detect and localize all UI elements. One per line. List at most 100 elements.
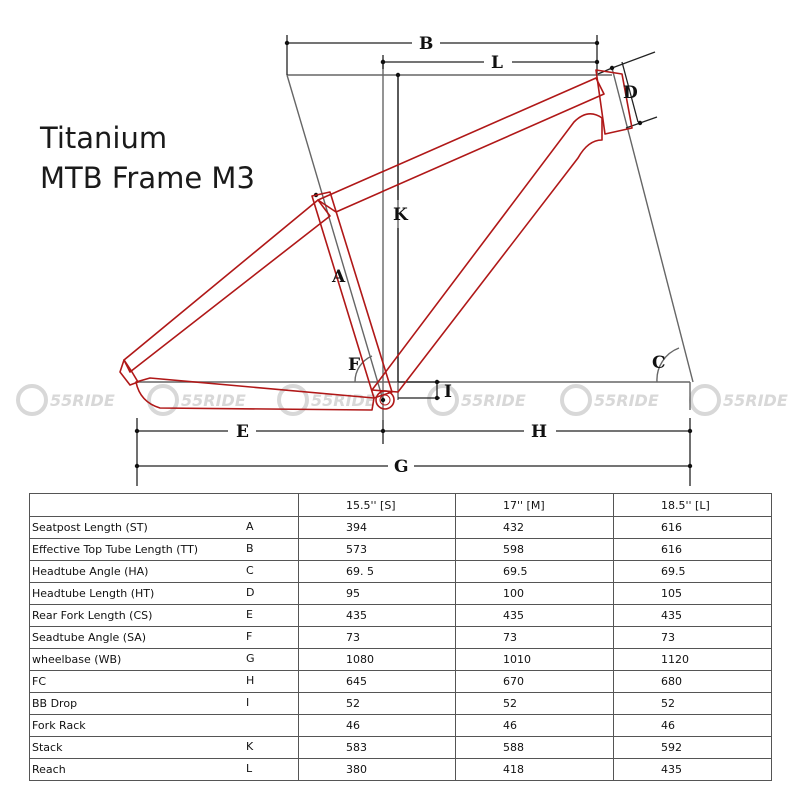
row-value-s: 95 [298, 582, 456, 605]
row-value-l: 680 [613, 670, 772, 693]
row-name: Reach [32, 763, 66, 776]
row-value-s: 52 [298, 692, 456, 715]
dimension-label-h: H [531, 422, 547, 442]
watermark-logo: 55RIDE [16, 384, 115, 416]
row-name: Seadtube Angle (SA) [32, 631, 147, 644]
row-value-s: 380 [298, 758, 456, 781]
table-row: Effective Top Tube Length (TT)B 573 598 … [29, 538, 772, 561]
watermark-text: 55RIDE [594, 391, 659, 410]
table-row: Seadtube Angle (SA)F 73 73 73 [29, 626, 772, 649]
row-value-l: 1120 [613, 648, 772, 671]
row-value-l: 616 [613, 516, 772, 539]
bottom-bracket [375, 390, 395, 410]
row-code: H [246, 674, 255, 687]
dimension-label-c: C [652, 353, 666, 373]
row-value-m: 588 [455, 736, 614, 759]
watermark-text: 55RIDE [723, 391, 788, 410]
row-name-cell: Headtube Length (HT)D [29, 582, 299, 605]
row-value-s: 573 [298, 538, 456, 561]
row-value-l: 105 [613, 582, 772, 605]
frame-title: Titanium MTB Frame M3 [40, 118, 255, 198]
row-name: Headtube Angle (HA) [32, 565, 149, 578]
row-value-l: 46 [613, 714, 772, 737]
dimension-dots [134, 40, 693, 469]
table-row: Seatpost Length (ST) A 394 432 616 [29, 516, 772, 539]
watermark-text: 55RIDE [461, 391, 526, 410]
row-name-cell: Stack K [29, 736, 299, 759]
row-value-m: 435 [455, 604, 614, 627]
row-name: FC [32, 675, 47, 688]
table-row: Rear Fork Length (CS)E 435 435 435 [29, 604, 772, 627]
row-code: A [246, 520, 254, 533]
row-value-m: 100 [455, 582, 614, 605]
dimension-label-d: D [623, 83, 638, 103]
watermark-logo: 55RIDE [147, 384, 246, 416]
table-row: Headtube Angle (HA) C 69. 5 69.5 69.5 [29, 560, 772, 583]
row-code: K [246, 740, 254, 753]
seat-stay [123, 199, 331, 373]
watermark-logo: 55RIDE [560, 384, 659, 416]
dimension-lines [136, 35, 691, 486]
row-name-cell: Fork Rack [29, 714, 299, 737]
row-name-cell: FC H [29, 670, 299, 693]
row-value-l: 616 [613, 538, 772, 561]
row-value-s: 46 [298, 714, 456, 737]
dimension-label-l: L [491, 53, 503, 73]
dimension-label-group: B L D K A F C I E H G [236, 34, 666, 477]
row-code: C [246, 564, 254, 577]
watermark-logo: 55RIDE [277, 384, 376, 416]
row-value-m: 69.5 [455, 560, 614, 583]
row-code: F [246, 630, 253, 643]
row-value-s: 69. 5 [298, 560, 456, 583]
row-name: Effective Top Tube Length (TT) [32, 543, 199, 556]
table-header-cell: 15.5'' [S] [298, 493, 456, 517]
dimension-label-a: A [331, 267, 346, 287]
title-line-1: Titanium [40, 121, 168, 155]
dimension-label-i: I [444, 382, 452, 402]
row-name-cell: wheelbase (WB)G [29, 648, 299, 671]
row-name-cell: Effective Top Tube Length (TT)B [29, 538, 299, 561]
table-header-row: 15.5'' [S] 17'' [M] 18.5'' [L] [29, 493, 772, 517]
frame-geometry-diagram: 55RIDE 55RIDE 55RIDE 55RIDE 55RIDE 55RID… [16, 34, 788, 486]
table-header-cell: 18.5'' [L] [613, 493, 772, 517]
row-value-m: 598 [455, 538, 614, 561]
table-row: Fork Rack 46 46 46 [29, 714, 772, 737]
seat-tube [311, 191, 393, 399]
rear-dropout [119, 359, 139, 386]
table-row: FC H 645 670 680 [29, 670, 772, 693]
row-value-l: 435 [613, 758, 772, 781]
dimension-label-k: K [393, 205, 409, 225]
row-value-m: 52 [455, 692, 614, 715]
row-code: I [246, 696, 250, 709]
row-value-m: 670 [455, 670, 614, 693]
table-row: Headtube Length (HT)D 95 100 105 [29, 582, 772, 605]
watermark-text: 55RIDE [50, 391, 115, 410]
dimension-label-g: G [394, 457, 409, 477]
geometry-spec-table: 15.5'' [S] 17'' [M] 18.5'' [L] Seatpost … [29, 493, 772, 781]
row-name: BB Drop [32, 697, 78, 710]
row-value-m: 432 [455, 516, 614, 539]
dimension-label-f: F [348, 355, 360, 375]
row-value-m: 46 [455, 714, 614, 737]
row-value-s: 394 [298, 516, 456, 539]
row-value-s: 645 [298, 670, 456, 693]
row-name-cell: Seadtube Angle (SA) F [29, 626, 299, 649]
row-value-m: 418 [455, 758, 614, 781]
title-line-2: MTB Frame M3 [40, 161, 255, 195]
watermark-logo: 55RIDE [427, 384, 526, 416]
row-name: Seatpost Length (ST) [32, 521, 148, 534]
row-value-l: 69.5 [613, 560, 772, 583]
watermark-logo: 55RIDE [689, 384, 788, 416]
row-value-l: 592 [613, 736, 772, 759]
table-row: wheelbase (WB)G 1080 1010 1120 [29, 648, 772, 671]
row-code: G [246, 652, 255, 665]
reference-lines [137, 62, 694, 420]
row-name: Stack [32, 741, 63, 754]
row-value-l: 52 [613, 692, 772, 715]
watermark-text: 55RIDE [311, 391, 376, 410]
row-value-s: 583 [298, 736, 456, 759]
head-tube [595, 69, 633, 135]
watermark-row: 55RIDE 55RIDE 55RIDE 55RIDE 55RIDE 55RID… [16, 384, 788, 416]
